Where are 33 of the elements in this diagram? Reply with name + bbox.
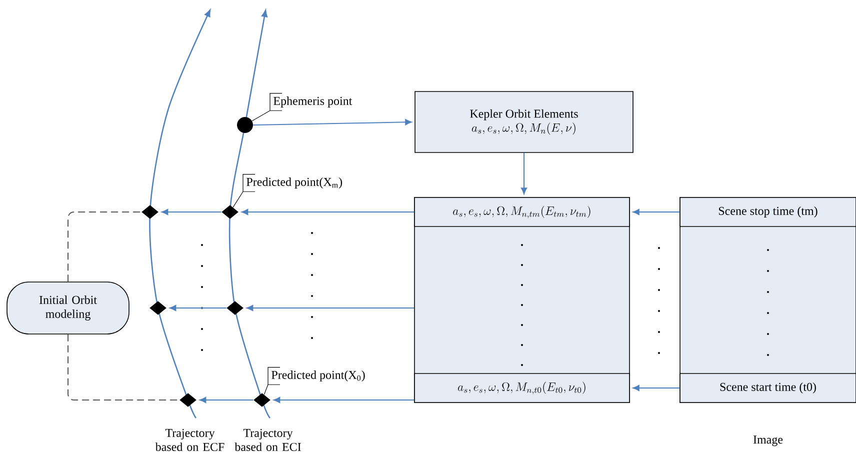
axis-caption: Trajectory based on ECI xyxy=(234,428,301,452)
leader-line xyxy=(252,110,270,122)
table-row: Scene stop time (tm) xyxy=(680,197,856,227)
point-diamond xyxy=(150,301,166,315)
column-label: Image xyxy=(753,436,783,446)
leader-line xyxy=(264,384,268,395)
arrow xyxy=(246,304,415,312)
table-row: $a_s, e_s, \omega, \Omega, M_{n,t0}(E_{t0}, \nu_{t0})$ xyxy=(414,373,630,403)
leader-line xyxy=(232,191,244,208)
arrow xyxy=(200,396,254,404)
arrow xyxy=(170,304,227,312)
point-diamond xyxy=(226,301,244,315)
table-row: $a_s, e_s, \omega, \Omega, M_{n,tm}(E_{tm}, \nu_{tm})$ xyxy=(414,197,630,227)
arrow xyxy=(520,152,528,194)
arrow xyxy=(632,384,680,392)
point-diamond xyxy=(254,393,270,407)
callout-label: Predicted point(X$_{0}$) xyxy=(268,367,365,385)
point-diamond xyxy=(222,205,238,219)
arrow xyxy=(242,208,415,216)
arrow xyxy=(162,208,222,216)
arrow xyxy=(632,208,680,216)
arrow xyxy=(252,119,412,126)
table-row: Scene start time (t0) xyxy=(680,373,856,403)
axis-caption: Trajectory based on ECF xyxy=(155,428,224,452)
point-dot xyxy=(237,117,253,133)
arrow xyxy=(274,396,415,404)
connector-line xyxy=(68,212,142,282)
point-diamond xyxy=(142,205,158,219)
callout-label: Predicted point(X$_{m}$) xyxy=(242,174,342,192)
point-diamond xyxy=(180,393,196,407)
process-box: Kepler Orbit Elements $a_s, e_s, \omega, \Omega, M_n(E, \nu)$ xyxy=(414,91,634,153)
connector-line xyxy=(68,334,180,400)
callout-label: Ephemeris point xyxy=(270,93,352,111)
